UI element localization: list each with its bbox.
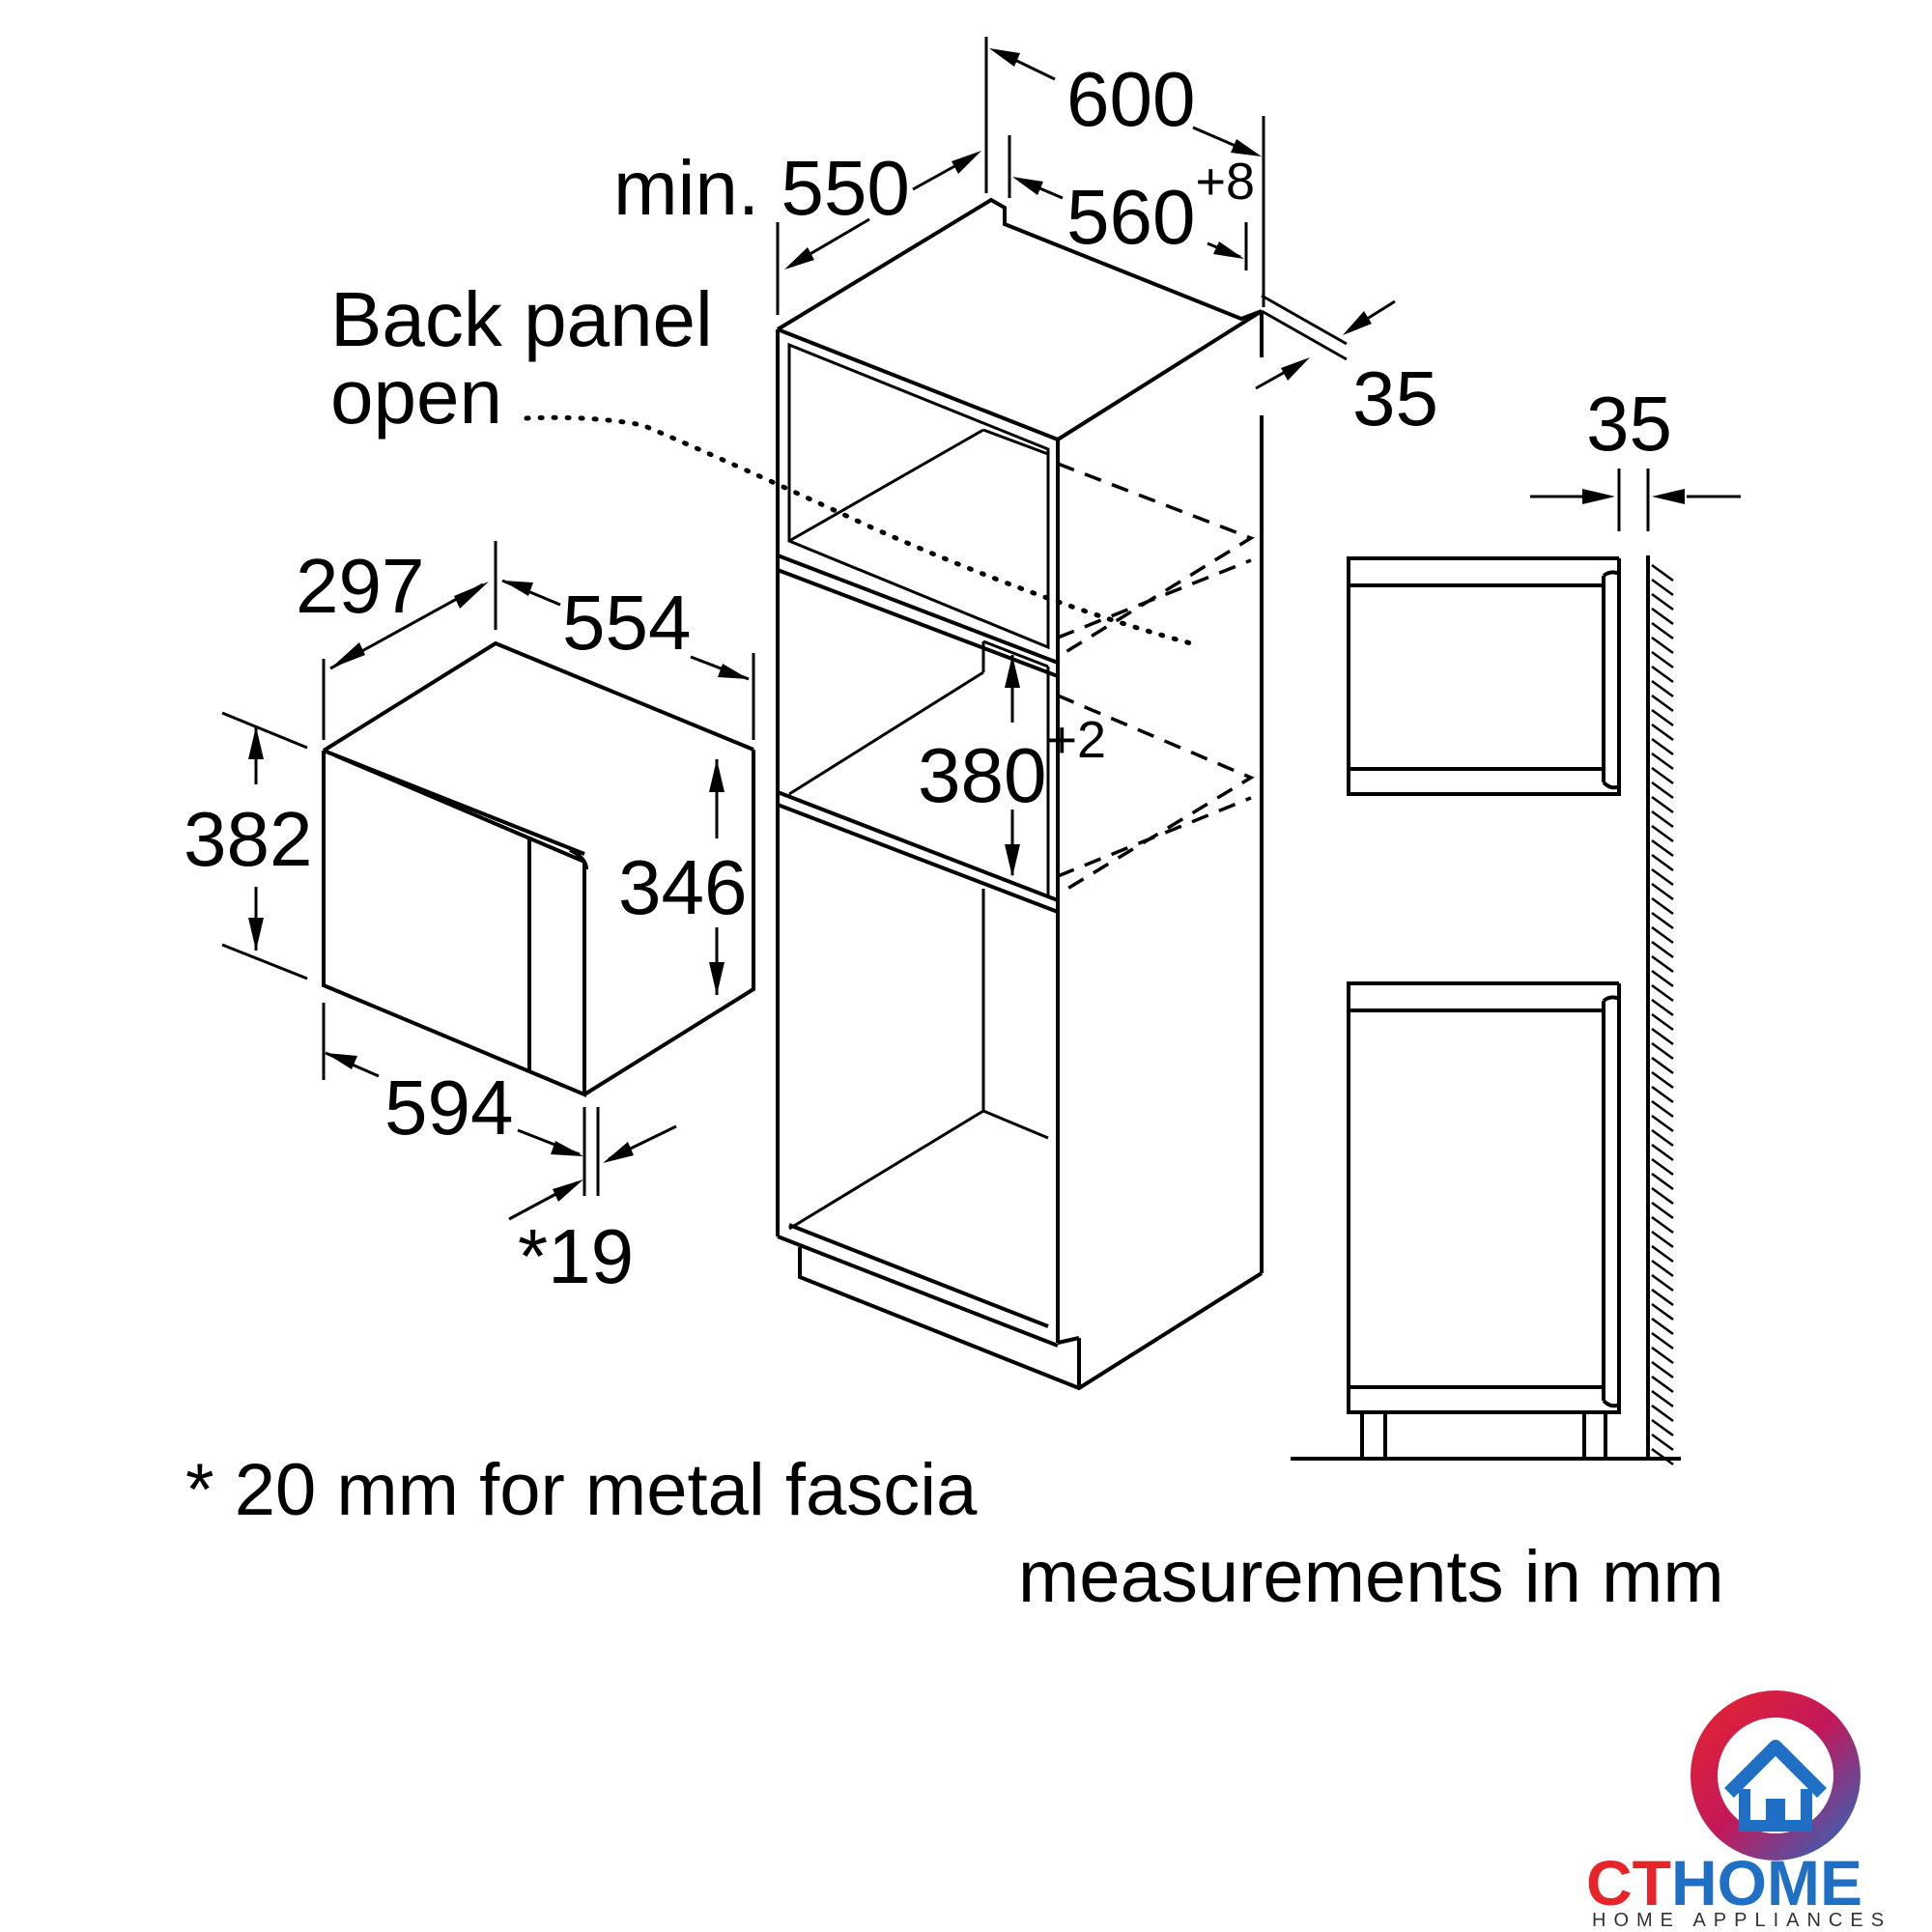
hatch-line	[1651, 954, 1674, 974]
hatch-line	[1651, 1143, 1674, 1162]
hatch-line	[1651, 1331, 1674, 1350]
hatch-line	[1651, 607, 1674, 626]
dim-niche-height-tolerance: +2	[1046, 711, 1106, 769]
hatch-line	[1651, 650, 1674, 669]
hatch-line	[1651, 694, 1674, 713]
hatch-line	[1651, 1099, 1674, 1119]
hatch-line	[1651, 1172, 1674, 1191]
hatch-line	[1651, 636, 1674, 655]
appliance-dimensions	[221, 541, 755, 1221]
hatch-line	[1651, 708, 1674, 727]
hatch-line	[1651, 838, 1674, 858]
dim-niche-width: 600	[1066, 56, 1195, 142]
hatch-line	[1651, 1360, 1674, 1379]
hatch-line	[1651, 1259, 1674, 1278]
hatch-line	[1651, 1418, 1674, 1437]
wall-hatching	[1651, 563, 1674, 1466]
hatch-line	[1651, 1404, 1674, 1423]
hatch-line	[1651, 882, 1674, 901]
hatch-line	[1651, 1012, 1674, 1032]
dim-appliance-width: 594	[384, 1065, 513, 1151]
hatch-line	[1651, 925, 1674, 945]
hatch-line	[1651, 592, 1674, 611]
hatch-line	[1651, 1056, 1674, 1075]
hatch-line	[1651, 752, 1674, 771]
hatch-line	[1651, 896, 1674, 916]
label-back-panel-line2: open	[330, 354, 502, 440]
cabinet-dimensions	[776, 37, 1396, 877]
dim-inner-width-tolerance: +8	[1195, 153, 1255, 211]
dim-inner-width: 560+8	[1066, 153, 1255, 260]
hatch-line	[1651, 737, 1674, 756]
hatch-line	[1651, 810, 1674, 829]
hatch-line	[1651, 1215, 1674, 1235]
note-fascia: * 20 mm for metal fascia	[185, 1449, 978, 1531]
logo-brand-home: HOME	[1671, 1847, 1862, 1918]
cthome-logo: CTHOME HOME APPLIANCES	[1586, 1690, 1891, 1931]
dim-niche-depth: min. 550	[613, 145, 910, 231]
hatch-line	[1651, 1302, 1674, 1321]
hatch-line	[1651, 1389, 1674, 1408]
hatch-line	[1651, 1230, 1674, 1249]
dim-niche-height-value: 380	[918, 732, 1046, 818]
cabinet-drawing	[524, 197, 1264, 1391]
hatch-line	[1651, 766, 1674, 785]
note-units: measurements in mm	[1018, 1536, 1724, 1618]
appliance-drawing	[322, 640, 755, 1098]
hatch-line	[1651, 1041, 1674, 1061]
hatch-line	[1651, 578, 1674, 597]
dim-niche-height: 380+2	[918, 711, 1106, 818]
logo-brand-ct: CT	[1586, 1847, 1671, 1918]
hatch-line	[1651, 940, 1674, 959]
hatch-line	[1651, 1244, 1674, 1264]
hatch-line	[1651, 1273, 1674, 1293]
hatch-line	[1651, 824, 1674, 843]
hatch-line	[1651, 679, 1674, 698]
dim-side-gap: 35	[1586, 381, 1672, 467]
hatch-line	[1651, 781, 1674, 800]
hatch-line	[1651, 1157, 1674, 1177]
hatch-line	[1651, 723, 1674, 742]
dim-appliance-body-width: 554	[562, 580, 691, 666]
hatch-line	[1651, 1433, 1674, 1452]
dim-appliance-body-height: 346	[618, 844, 747, 930]
hatch-line	[1651, 1027, 1674, 1046]
hatch-line	[1651, 1288, 1674, 1307]
label-back-panel-line1: Back panel	[330, 276, 713, 362]
dim-appliance-height: 382	[184, 796, 312, 882]
hatch-line	[1651, 911, 1674, 930]
hatch-line	[1651, 1085, 1674, 1104]
side-view-drawing	[1291, 555, 1681, 1466]
dim-fascia: *19	[518, 1213, 634, 1299]
hatch-line	[1651, 1128, 1674, 1148]
hatch-line	[1651, 867, 1674, 887]
hatch-line	[1651, 1375, 1674, 1394]
dim-appliance-depth: 297	[296, 543, 424, 629]
hatch-line	[1651, 1317, 1674, 1336]
hatch-line	[1651, 665, 1674, 684]
hatch-line	[1651, 795, 1674, 814]
logo-tagline: HOME APPLIANCES	[1592, 1910, 1891, 1931]
hatch-line	[1651, 983, 1674, 1003]
dim-inner-width-value: 560	[1066, 174, 1195, 260]
hatch-line	[1651, 1186, 1674, 1206]
hatch-line	[1651, 1070, 1674, 1090]
hatch-line	[1651, 998, 1674, 1017]
logo-wordmark: CTHOME	[1586, 1847, 1862, 1918]
side-gap-dimension	[1530, 469, 1741, 531]
hatch-line	[1651, 1114, 1674, 1133]
hatch-line	[1651, 621, 1674, 640]
house-logo-icon	[1690, 1690, 1861, 1861]
hatch-line	[1651, 1346, 1674, 1365]
dim-panel-thickness: 35	[1352, 355, 1438, 441]
hatch-line	[1651, 853, 1674, 872]
hatch-line	[1651, 563, 1674, 582]
hatch-line	[1651, 969, 1674, 988]
hatch-line	[1651, 1201, 1674, 1220]
